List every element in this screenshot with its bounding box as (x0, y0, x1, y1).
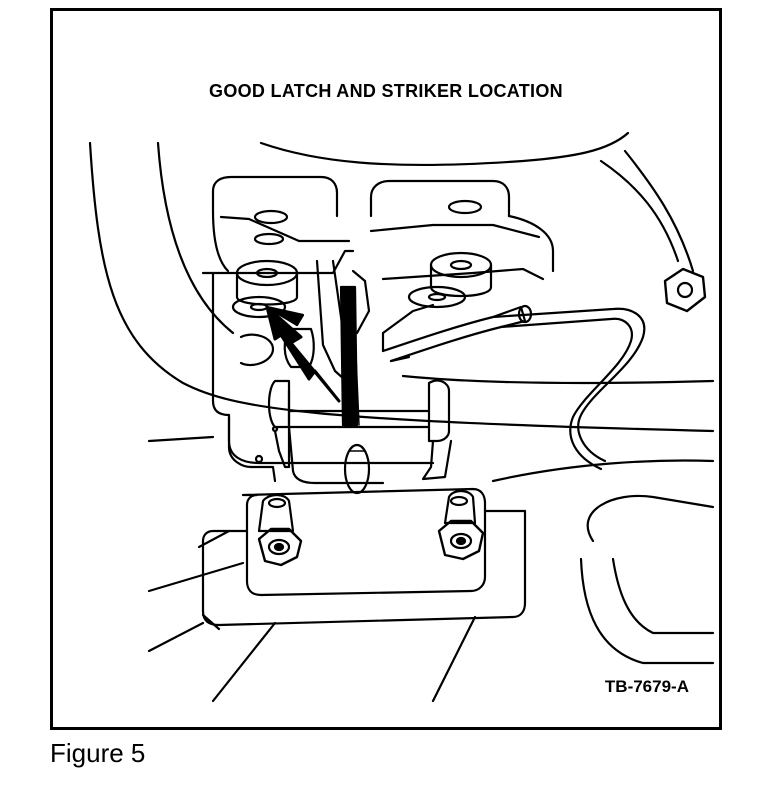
figure-caption: Figure 5 (50, 738, 146, 768)
right-bumper-outline (579, 494, 715, 665)
latch-upper-housing (201, 175, 555, 281)
hex-bolt-shape (663, 267, 707, 313)
latch-lever (339, 285, 360, 427)
figure-frame: GOOD LATCH AND STRIKER LOCATION TB-7679-… (50, 8, 722, 730)
rivet-dots (254, 425, 279, 464)
plate-bolts (257, 489, 485, 567)
striker-plate (201, 415, 527, 631)
release-cable (381, 303, 646, 471)
figure-code: TB-7679-A (604, 677, 689, 696)
latch-striker-drawing (88, 131, 715, 703)
body-panel-lines (88, 131, 715, 703)
pointer-arrow (265, 305, 341, 403)
striker-loop (267, 379, 453, 481)
figure-title: GOOD LATCH AND STRIKER LOCATION (209, 81, 563, 101)
